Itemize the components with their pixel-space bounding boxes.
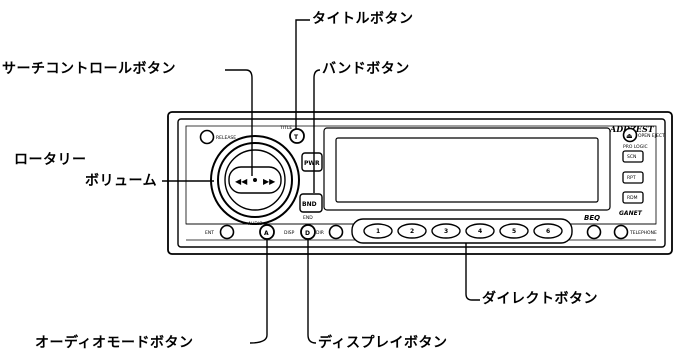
pwr-label: PWR: [304, 160, 320, 167]
direct-button-4-label: 4: [478, 228, 482, 235]
pro-logic-label: PRO LOGIC: [623, 144, 648, 150]
direct-button-2[interactable]: [397, 223, 427, 239]
leader-display-button: [307, 240, 317, 344]
search-control-button-label: サーチコントロールボタン: [2, 61, 176, 77]
end-label: END: [303, 215, 313, 221]
lcd-display: [335, 137, 599, 203]
display-button[interactable]: [300, 224, 316, 240]
eject-icon: ⏏: [626, 132, 633, 140]
display-button-label: ディスプレイボタン: [318, 335, 448, 351]
direct-button-1[interactable]: [363, 223, 393, 239]
direct-button-label: ダイレクトボタン: [482, 291, 598, 307]
telephone-button[interactable]: [613, 224, 629, 240]
disp-label: DISP: [284, 230, 295, 236]
band-button[interactable]: [299, 193, 323, 213]
leader-direct-buttons: [465, 243, 480, 301]
beq-knob[interactable]: [586, 224, 602, 240]
leader-audio-mode: [249, 240, 268, 344]
direct-button-3-label: 3: [444, 228, 448, 235]
direct-button-1-label: 1: [376, 228, 380, 235]
open-eject-label: OPEN EJECT: [638, 133, 665, 139]
direct-button-6-label: 6: [546, 228, 550, 235]
rewind-icon: ◀◀: [235, 177, 248, 186]
dir-button[interactable]: [328, 224, 344, 240]
ent-label: ENT: [205, 230, 214, 236]
audio-mode-glyph: A: [264, 230, 269, 237]
search-center-dot: [253, 178, 257, 182]
scn-label: SCN: [627, 154, 636, 160]
beq-label: BEQ: [584, 214, 600, 222]
rpt-button[interactable]: [622, 171, 644, 184]
release-button[interactable]: [199, 129, 215, 145]
direct-button-4[interactable]: [465, 223, 495, 239]
ganet-logo: GANET: [619, 210, 643, 217]
audio-mode-button-label: オーディオモードボタン: [35, 335, 194, 351]
rotary-volume-label-line2: ボリューム: [85, 173, 158, 189]
release-label: RELEASE: [216, 135, 236, 141]
title-label: TITLE: [279, 125, 292, 131]
display-glyph: D: [305, 230, 310, 237]
audio-mode-button[interactable]: [259, 224, 275, 240]
audio-label: AUDIO: [248, 221, 263, 227]
band-button-label: バンドボタン: [322, 61, 410, 77]
title-button-label: タイトルボタン: [312, 11, 414, 27]
direct-button-3[interactable]: [431, 223, 461, 239]
ent-button[interactable]: [219, 224, 235, 240]
direct-button-6[interactable]: [533, 223, 563, 239]
rotary-volume-label-line1: ロータリー: [14, 152, 87, 168]
direct-button-5-label: 5: [512, 228, 516, 235]
fast-forward-icon: ▶▶: [263, 177, 276, 186]
bnd-label: BND: [302, 201, 317, 208]
leader-search-control: [225, 69, 253, 176]
rdm-label: RDM: [627, 195, 638, 201]
eject-button[interactable]: [622, 127, 638, 143]
leader-title-button: [295, 19, 310, 129]
leader-band-button: [313, 69, 321, 193]
scn-button[interactable]: [622, 150, 644, 163]
direct-button-5[interactable]: [499, 223, 529, 239]
dir-label: DIR: [316, 230, 324, 236]
title-button[interactable]: [289, 128, 305, 144]
direct-buttons: 1 2 3 4 5 6: [363, 223, 563, 239]
rdm-button[interactable]: [622, 191, 644, 204]
rpt-label: RPT: [627, 175, 636, 181]
pwr-button[interactable]: [301, 152, 323, 172]
telephone-label: TELEPHONE: [629, 230, 657, 236]
direct-button-2-label: 2: [410, 228, 414, 235]
title-button-glyph: T: [294, 134, 299, 141]
